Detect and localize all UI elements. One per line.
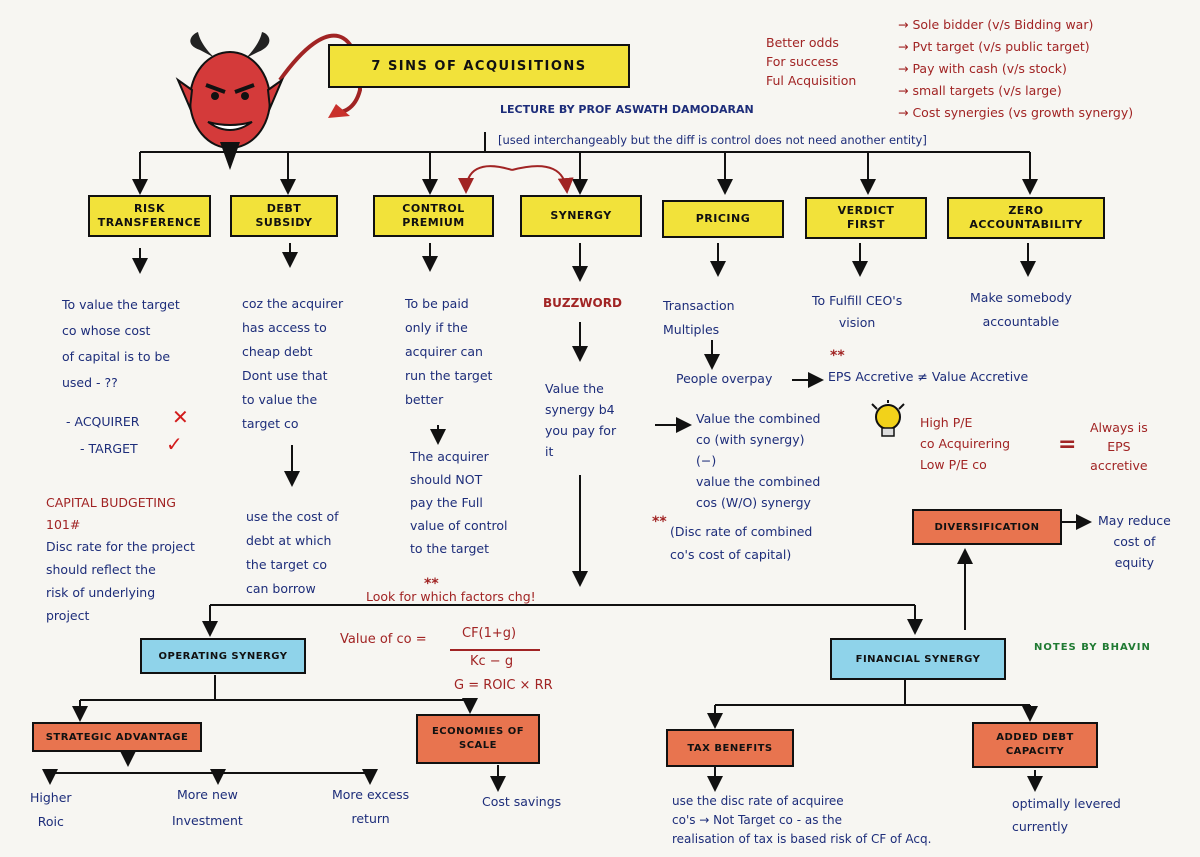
diversification-box: DIVERSIFICATION [912,509,1062,545]
debt-subsidy-note: coz the acquirer has access to cheap deb… [242,296,344,431]
financial-synergy-box: FINANCIAL SYNERGY [830,638,1006,680]
control-premium-note: To be paid only if the acquirer can run … [405,296,493,407]
author-credit: NOTES BY BHAVIN [1034,642,1151,653]
debt-cost-note: use the cost of debt at which the target… [246,509,339,596]
synergy-value-note: Value the synergy b4 you pay for it [545,381,617,459]
combined-stars: ** [652,514,667,530]
diversification-note: May reduce cost of equity [1098,513,1171,570]
factors-note: Look for which factors chg! [366,589,536,604]
pricing-note: Transaction Multiples [663,298,735,337]
new-investment-note: More new Investment [172,787,243,828]
equals-sign: = [1058,432,1077,457]
risk-note: To value the target co whose cost of cap… [62,297,180,390]
strategic-advantage-box: STRATEGIC ADVANTAGE [32,722,202,752]
cost-savings-note: Cost savings [482,794,562,809]
overpay-note: People overpay [676,371,773,386]
combined-discount-note: (Disc rate of combined co's cost of capi… [670,524,813,562]
discount-rate-note: Disc rate for the project should reflect… [46,539,195,623]
odds-item: → Pvt target (v/s public target) [898,39,1090,54]
sin-pricing: PRICING [662,200,784,238]
verdict-note: To Fulfill CEO's vision [812,293,903,330]
economies-of-scale-box: ECONOMIES OF SCALE [416,714,540,764]
formula-numerator: CF(1+g) [462,626,517,641]
sin-risk-transference: RISK TRANSFERENCE [88,195,211,237]
value-formula-label: Value of co = [340,632,427,647]
control-vs-synergy-note: [used interchangeably but the diff is co… [498,133,927,147]
check-mark-icon: ✓ [166,432,183,456]
capital-budgeting-note: CAPITAL BUDGETING 101# [46,495,176,532]
devil-icon [175,32,285,170]
eps-accretive-note: EPS Accretive ≠ Value Accretive [828,369,1029,384]
sin-synergy: SYNERGY [520,195,642,237]
excess-return-note: More excess return [332,787,410,826]
title-box: 7 SINS OF ACQUISITIONS [328,44,630,88]
high-pe-note: High P/E co Acquirering Low P/E co [920,415,1011,472]
better-odds-label: Better odds For success Ful Acquisition [766,35,857,88]
target-option: - TARGET [80,441,138,456]
formula-denominator: Kc − g [470,654,514,669]
growth-formula: G = ROIC × RR [454,678,553,693]
operating-synergy-box: OPERATING SYNERGY [140,638,306,674]
cross-mark-icon: ✕ [172,405,189,429]
optimal-leverage-note: optimally levered currently [1012,796,1121,834]
page-title: 7 SINS OF ACQUISITIONS [371,58,587,74]
lecture-credit: LECTURE BY PROF ASWATH DAMODARAN [500,103,754,116]
accountability-note: Make somebody accountable [970,290,1072,329]
odds-item: → Cost synergies (vs growth synergy) [898,105,1134,120]
odds-item: → small targets (v/s large) [898,83,1062,98]
combined-value-note: Value the combined co (with synergy) (−)… [696,411,821,510]
better-odds-list: → Sole bidder (v/s Bidding war) → Pvt ta… [898,14,1133,124]
added-debt-capacity-box: ADDED DEBT CAPACITY [972,722,1098,768]
acquirer-option: - ACQUIRER [66,414,140,429]
sin-zero-accountability: ZERO ACCOUNTABILITY [947,197,1105,239]
control-value-note: The acquirer should NOT pay the Full val… [410,449,508,556]
buzzword-label: BUZZWORD [543,296,622,310]
higher-roic-note: Higher Roic [30,790,72,829]
tax-discount-note: use the disc rate of acquiree co's → Not… [672,794,932,846]
sin-control-premium: CONTROL PREMIUM [373,195,494,237]
always-eps-note: Always is EPS accretive [1090,420,1148,473]
lightbulb-icon [871,400,905,437]
odds-item: → Pay with cash (v/s stock) [898,61,1067,76]
tax-benefits-box: TAX BENEFITS [666,729,794,767]
factors-stars: ** [424,576,439,592]
eps-stars: ** [830,348,845,364]
sin-debt-subsidy: DEBT SUBSIDY [230,195,338,237]
sin-verdict-first: VERDICT FIRST [805,197,927,239]
odds-item: → Sole bidder (v/s Bidding war) [898,17,1094,32]
